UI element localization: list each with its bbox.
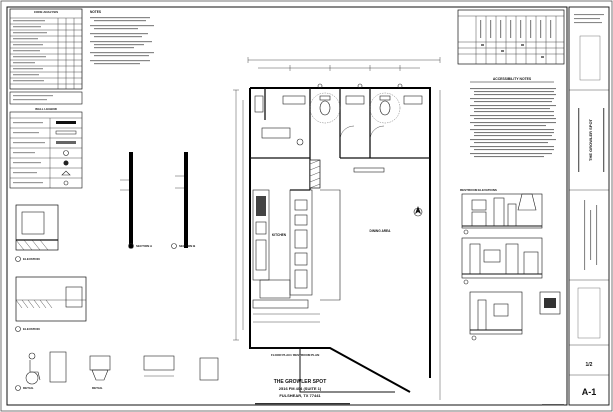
fixture-schedule xyxy=(457,9,565,65)
detail-label-d6: DETAIL xyxy=(92,386,103,390)
floor-plan: KITCHEN DINING AREA xyxy=(233,57,441,400)
detail-label-d4: ELEVATION xyxy=(23,327,40,331)
room-label-kitchen: KITCHEN xyxy=(272,233,287,237)
wall-legend-title: WALL LEGEND xyxy=(35,107,58,111)
restroom-fixtures xyxy=(254,92,423,141)
restroom-elevations: RESTROOM ELEVATIONS xyxy=(460,188,561,341)
address-line1: 2516 FM 404 (SUITE 1) xyxy=(279,386,322,391)
drawing-frame xyxy=(6,6,568,406)
code-analysis-table: CODE ANALYSIS xyxy=(9,8,83,90)
elevations-title: RESTROOM ELEVATIONS xyxy=(460,188,497,192)
detail-elevation-2: ELEVATION xyxy=(15,276,87,332)
restaurant-name: THE GROWLER SPOT xyxy=(274,379,327,385)
detail-label-d5: DETAIL xyxy=(23,386,34,390)
project-name-vertical: THE GROWLER SPOT xyxy=(588,118,593,161)
wall-section-a: SECTION A xyxy=(120,152,153,249)
wall-legend: WALL LEGEND xyxy=(9,91,83,189)
sheet-count: 1/2 xyxy=(586,362,593,368)
general-notes: NOTES xyxy=(90,10,154,65)
detail-label-d2: SECTION B xyxy=(179,244,196,248)
code-table-title: CODE ANALYSIS xyxy=(34,10,58,14)
title-block: THE GROWLER SPOT 1/2 A-1 xyxy=(542,6,610,406)
company-logo-stamp xyxy=(539,291,561,315)
detail-label-d1: SECTION A xyxy=(136,244,153,248)
ada-notes-title: ACCESSIBILITY NOTES xyxy=(493,77,532,81)
accessibility-notes: ACCESSIBILITY NOTES xyxy=(470,77,556,158)
detail-elevation-1: ELEVATION xyxy=(15,204,59,262)
wheelchair-icon xyxy=(25,352,41,385)
plan-caption: FLOOR PLAN / RESTROOM PLAN xyxy=(271,353,319,357)
sheet-number: A-1 xyxy=(582,387,597,397)
north-arrow-icon xyxy=(413,206,423,217)
address-line2: FULSHEAR, TX 77441 xyxy=(279,393,321,398)
plan-title-block: FLOOR PLAN / RESTROOM PLAN THE GROWLER S… xyxy=(255,353,350,405)
kitchen-equipment xyxy=(252,189,320,323)
room-label-dining: DINING AREA xyxy=(370,229,392,233)
wall-section-b: SECTION B xyxy=(171,152,196,249)
detail-row-bottom: DETAIL DETAIL xyxy=(15,351,219,391)
general-notes-title: NOTES xyxy=(90,10,101,14)
detail-label-d3: ELEVATION xyxy=(23,257,40,261)
